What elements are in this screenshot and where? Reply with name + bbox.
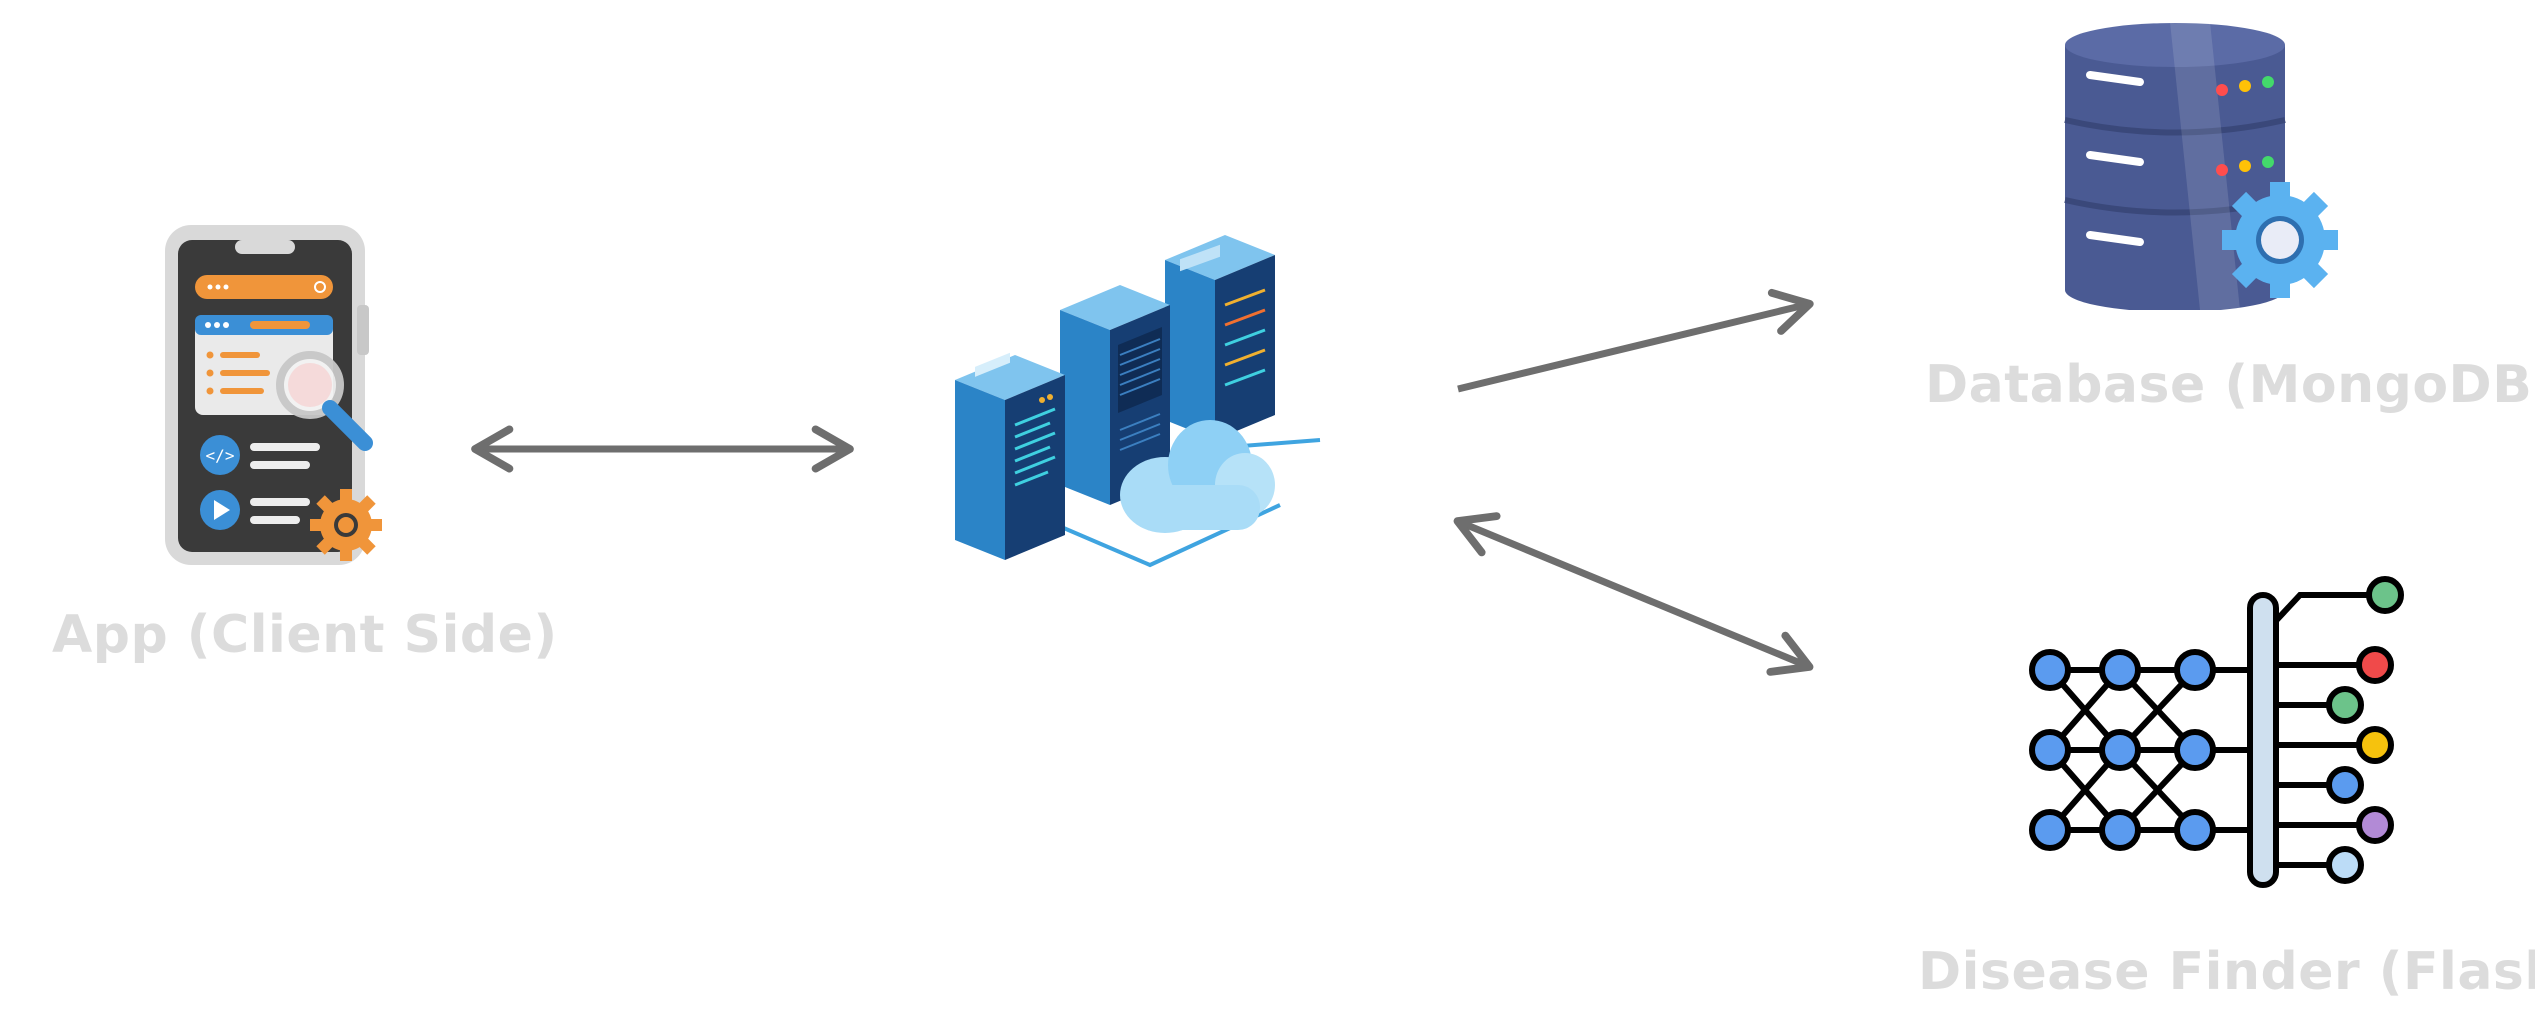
server-rack-1 — [955, 352, 1065, 560]
status-lights — [2216, 76, 2274, 176]
client-node: </> — [150, 215, 410, 575]
smartphone-app-icon: </> — [165, 225, 382, 565]
gear-icon — [2222, 182, 2338, 298]
cloud-icon — [1120, 420, 1275, 533]
server-cloud-icon — [955, 235, 1321, 568]
server-rack-2 — [1060, 285, 1170, 505]
arrow-server-model — [1453, 512, 1814, 676]
svg-text:</>: </> — [206, 446, 235, 465]
network-nodes — [2029, 649, 2216, 851]
server-rack-3 — [1165, 235, 1275, 440]
server-node — [950, 215, 1330, 575]
model-label: Disease Finder (Flask) — [1918, 942, 2535, 1002]
gear-icon — [310, 489, 382, 561]
client-label: App (Client Side) — [52, 605, 558, 665]
database-label: Database (MongoDB) — [1925, 355, 2535, 415]
model-node — [2010, 575, 2410, 915]
database-gear-icon — [2064, 22, 2338, 310]
output-nodes — [2326, 576, 2404, 884]
arrow-server-database — [1457, 288, 1814, 393]
database-node — [2050, 20, 2350, 310]
neural-network-icon — [2029, 576, 2404, 888]
